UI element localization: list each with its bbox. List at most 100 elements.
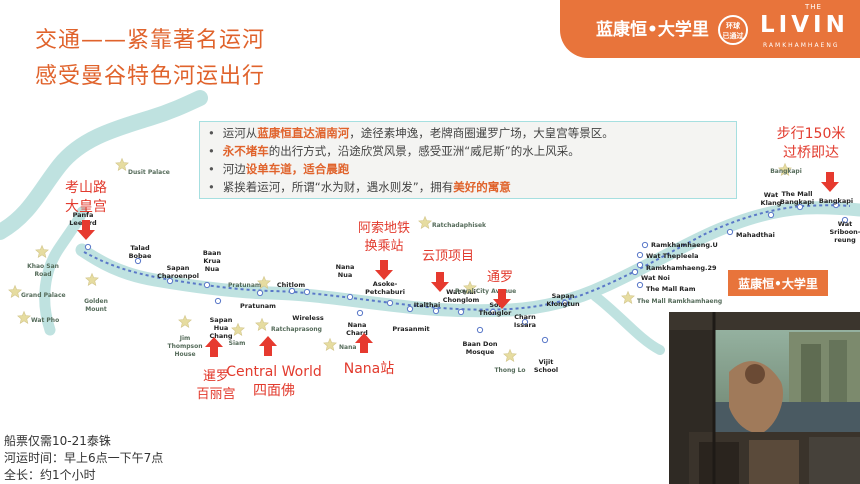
annotation-asoke: 换乘站 xyxy=(364,239,403,254)
landmark: Bangkapi xyxy=(770,162,802,176)
landmark-label: Ratchaprasong xyxy=(271,326,322,333)
station-label: Wat Mai xyxy=(446,288,476,296)
station-label: Charoenpol xyxy=(157,272,199,280)
landmark: Thong Lo xyxy=(494,348,526,374)
highlight-text: 美好的寓意 xyxy=(453,180,511,194)
landmark: Grand Palace xyxy=(8,284,66,299)
station-label: Nua xyxy=(205,265,219,273)
station-marker-icon xyxy=(303,288,311,296)
annotation-mall: 过桥即达 xyxy=(783,145,839,161)
landmark-star-icon xyxy=(35,244,49,258)
station-marker-icon xyxy=(489,308,497,316)
boat-route-line xyxy=(83,204,851,311)
landmark-label: The Mall Ramkhamhaeng xyxy=(637,298,722,305)
landmark-label: Royal City Avenue xyxy=(455,288,516,295)
station: Wat Noi xyxy=(631,268,670,282)
station-label: Petchaburi xyxy=(365,288,405,296)
arrow-down-icon xyxy=(375,260,393,280)
bullet-dot-icon: • xyxy=(208,162,215,176)
landmark-star-icon xyxy=(257,275,271,289)
landmark-label: Road xyxy=(34,271,51,278)
station-label: Nana xyxy=(336,263,355,271)
landmark-label: Wat Pho xyxy=(31,317,59,324)
landmark-label: Pratunam xyxy=(228,282,261,289)
station: Chitlom xyxy=(277,281,305,295)
annotations-layer: 考山路大皇宫步行150米过桥即达阿索地铁换乘站云顶项目通罗暹罗百丽宫Centra… xyxy=(65,126,845,402)
landmark: Royal City Avenue xyxy=(455,280,516,295)
annotation-cw: 四面佛 xyxy=(253,383,295,399)
station-label: Panfa xyxy=(73,211,94,219)
station-marker-icon xyxy=(841,216,849,224)
landmark-label: Golden xyxy=(84,298,108,305)
landmark-label: Grand Palace xyxy=(21,292,66,299)
logo-subtitle: RAMKHAMHAENG xyxy=(763,42,840,49)
station-marker-icon xyxy=(203,281,211,289)
landmark-label: House xyxy=(174,351,195,358)
station-label: Chang xyxy=(209,332,232,340)
annotation-nana: Nana站 xyxy=(344,361,395,377)
annotation-mall: 步行150米 xyxy=(777,126,846,142)
station: Bangkapi xyxy=(819,197,853,209)
annotation-palace: 大皇宫 xyxy=(65,199,107,215)
station: Italthai xyxy=(414,301,440,315)
station-marker-icon xyxy=(541,336,549,344)
station-label: The Mall Ram xyxy=(646,285,696,293)
station-label: Prasanmit xyxy=(392,325,429,333)
project-pointer xyxy=(728,270,828,296)
station: Ramkhamhaeng.U xyxy=(641,241,718,249)
station-marker-icon xyxy=(288,287,296,295)
station-label: Vijit xyxy=(539,358,554,366)
station-label: Bobae xyxy=(129,252,152,260)
annotation-siam: 百丽宫 xyxy=(196,387,235,402)
landmark: The Mall Ramkhamhaeng xyxy=(621,290,722,305)
station-marker-icon xyxy=(432,307,440,315)
station-label: School xyxy=(534,366,558,374)
station-marker-icon xyxy=(832,201,840,209)
landmark-label: Khao San xyxy=(27,263,59,270)
station: Ramkhamhaeng.29 xyxy=(636,261,717,272)
station: Asoke-Petchaburi xyxy=(365,280,405,307)
arrow-down-icon xyxy=(493,289,511,309)
station-label: Baan xyxy=(203,249,222,257)
station-label: Wat Thepleela xyxy=(646,252,698,260)
station-marker-icon xyxy=(406,305,414,313)
landmark-label: Ratchadaphisek xyxy=(432,222,487,229)
landmark: Dusit Palace xyxy=(115,157,170,176)
landmark-label: Thompson xyxy=(168,343,203,350)
landmark-star-icon xyxy=(778,162,792,176)
landmark: Ratchadaphisek xyxy=(418,215,487,229)
station-marker-icon xyxy=(521,318,529,326)
arrow-up-icon xyxy=(205,337,223,357)
station: The Mall Ram xyxy=(636,281,696,293)
annotation-palace: 考山路 xyxy=(65,180,107,196)
station-marker-icon xyxy=(561,299,569,307)
landmark: Pratunam xyxy=(228,275,271,289)
station: Prasanmit xyxy=(392,305,430,333)
station-label: reung xyxy=(834,236,856,244)
station-label: Sapan xyxy=(552,292,575,300)
landmark-star-icon xyxy=(231,322,245,336)
arrow-down-icon xyxy=(821,172,839,192)
station-label: Pratunam xyxy=(240,302,276,310)
highlight-text: 设单车道，适合晨跑 xyxy=(245,162,350,176)
station-marker-icon xyxy=(346,293,354,301)
feature-bullet: •紧挨着运河，所谓“水为财，遇水则发”，拥有美好的寓意 xyxy=(208,178,728,196)
feature-bullet: •运河从蓝康恒直达湄南河，途径素坤逸，老牌商圈暹罗广场，大皇宫等景区。 xyxy=(208,124,728,142)
station-label: Charn xyxy=(514,313,536,321)
ticket-price: 船票仅需10-21泰铢 xyxy=(4,434,111,448)
bullet-dot-icon: • xyxy=(208,126,215,140)
arrow-up-icon xyxy=(355,333,373,353)
landmark-star-icon xyxy=(323,337,337,351)
